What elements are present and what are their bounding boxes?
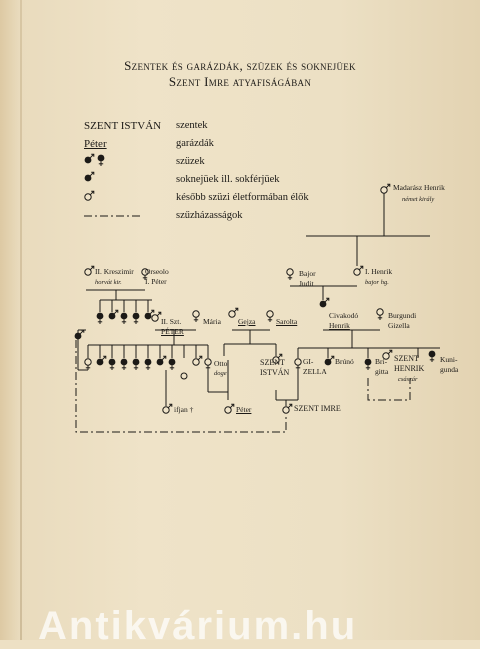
henrik1-title: bajor hg. [365, 279, 389, 286]
bajor-judit-icon [286, 268, 294, 281]
ii-szt-peter-name: II. Szt. [161, 317, 182, 326]
maria-icon [192, 310, 200, 323]
gejza-icon [228, 307, 239, 318]
orseolo-name2: I. Péter [145, 277, 167, 286]
diagram-title-line2: Szent Imre atyafiságában [168, 74, 312, 89]
kunigunda-icon [428, 350, 436, 363]
virgin-marriage-lines [75, 340, 411, 433]
legend-text-saints: szentek [176, 120, 208, 131]
sibling-icon [84, 358, 92, 371]
burgundi-name2: Gizella [388, 321, 410, 330]
brigitta-icon [364, 358, 372, 371]
peter-name: Péter [236, 405, 252, 414]
sibling-icon [132, 358, 140, 371]
szent-henrik-name2: HENRIK [394, 364, 425, 373]
bruno-name: Brúnó [335, 357, 354, 366]
sibling-icon [120, 358, 128, 371]
civakodo-name: Civakodó [329, 311, 359, 320]
legend-symbol-saint: SZENT ISTVÁN [84, 120, 162, 132]
kreszimir-name: II. Kreszimir [95, 267, 134, 276]
madarasz-henrik-title: német király [402, 196, 435, 203]
otto-title: doge [214, 370, 227, 377]
kunigunda-name2: gunda [440, 365, 459, 374]
sibling-icon [74, 329, 85, 340]
gizella-name: GI- [303, 357, 314, 366]
bruno-icon [324, 355, 335, 366]
kunigunda-name: Kuni- [440, 355, 458, 364]
legend-text-virgin-marriages: szűzházasságok [176, 210, 243, 221]
legend-text-virgins: szüzek [176, 156, 205, 167]
sibling-icon [156, 355, 167, 366]
sarolta-icon [266, 310, 274, 323]
kreszimir-icon [84, 265, 95, 276]
diagram-title-line1: Szentek és garázdák, szüzek és soknejüek [124, 58, 356, 73]
legend-male-filled-icon [84, 171, 95, 182]
szent-imre-name: SZENT IMRE [294, 404, 341, 413]
henrik1-name: I. Henrik [365, 267, 393, 276]
legend-male-open-icon [84, 190, 95, 201]
peter-icon [224, 403, 235, 414]
burgundi-icon [376, 308, 384, 321]
sibling-icon [180, 372, 188, 380]
watermark: Antikvárium.hu [38, 604, 358, 648]
sibling-icon [108, 358, 116, 371]
sibling-icon [204, 358, 212, 371]
ifjan-name: ifjan † [174, 405, 194, 414]
ii-szt-peter-name2: PÉTER [161, 327, 184, 336]
civakodo-name2: Henrik [329, 321, 350, 330]
sibling-icon [168, 358, 176, 371]
gejza-name: Gejza [238, 317, 256, 326]
legend-text-later-chaste: később szüzi életformában élők [176, 192, 309, 203]
bajor-judit-name2: Judit [299, 279, 314, 288]
civakodo-icon [319, 297, 330, 308]
otto-name: Otto [214, 359, 228, 368]
orseolo-child-icon [132, 312, 140, 325]
ifjan-icon [162, 403, 173, 414]
bajor-judit-name: Bajor [299, 269, 316, 278]
sibling-icon [192, 355, 203, 366]
madarasz-henrik-icon [380, 183, 391, 194]
tree-lines [77, 192, 440, 406]
szent-istvan-name2: ISTVÁN [260, 368, 290, 377]
szent-imre-icon [282, 403, 293, 414]
orseolo-child-icon [108, 309, 119, 320]
sibling-icon [96, 355, 107, 366]
legend-text-polygamous: soknejüek ill. sokférjüek [176, 174, 280, 185]
szent-istvan-name: SZENT [260, 358, 285, 367]
brigitta-name2: gitta [375, 367, 389, 376]
sarolta-name: Sarolta [276, 317, 298, 326]
legend-symbol-rowdy: Péter [84, 138, 107, 150]
szent-henrik-title: császár [398, 376, 418, 383]
gizella-icon [294, 358, 302, 371]
gizella-name2: ZELLA [303, 367, 327, 376]
szent-henrik-name: SZENT [394, 354, 419, 363]
burgundi-name: Burgundi [388, 311, 417, 320]
madarasz-henrik-name: Madarász Henrik [393, 183, 445, 192]
kreszimir-title: horvát kir. [95, 279, 122, 286]
legend-text-rowdies: garázdák [176, 138, 214, 149]
maria-name: Mária [203, 317, 221, 326]
legend-virgin-icons [84, 153, 105, 167]
page-gutter [20, 0, 22, 640]
ii-szt-peter-icon [151, 311, 162, 322]
orseolo-child-icon [96, 312, 104, 325]
henrik1-icon [353, 265, 364, 276]
orseolo-child-icon [120, 312, 128, 325]
brigitta-name: Bri- [375, 357, 388, 366]
sibling-icon [144, 358, 152, 371]
orseolo-name: Orseolo [145, 267, 169, 276]
